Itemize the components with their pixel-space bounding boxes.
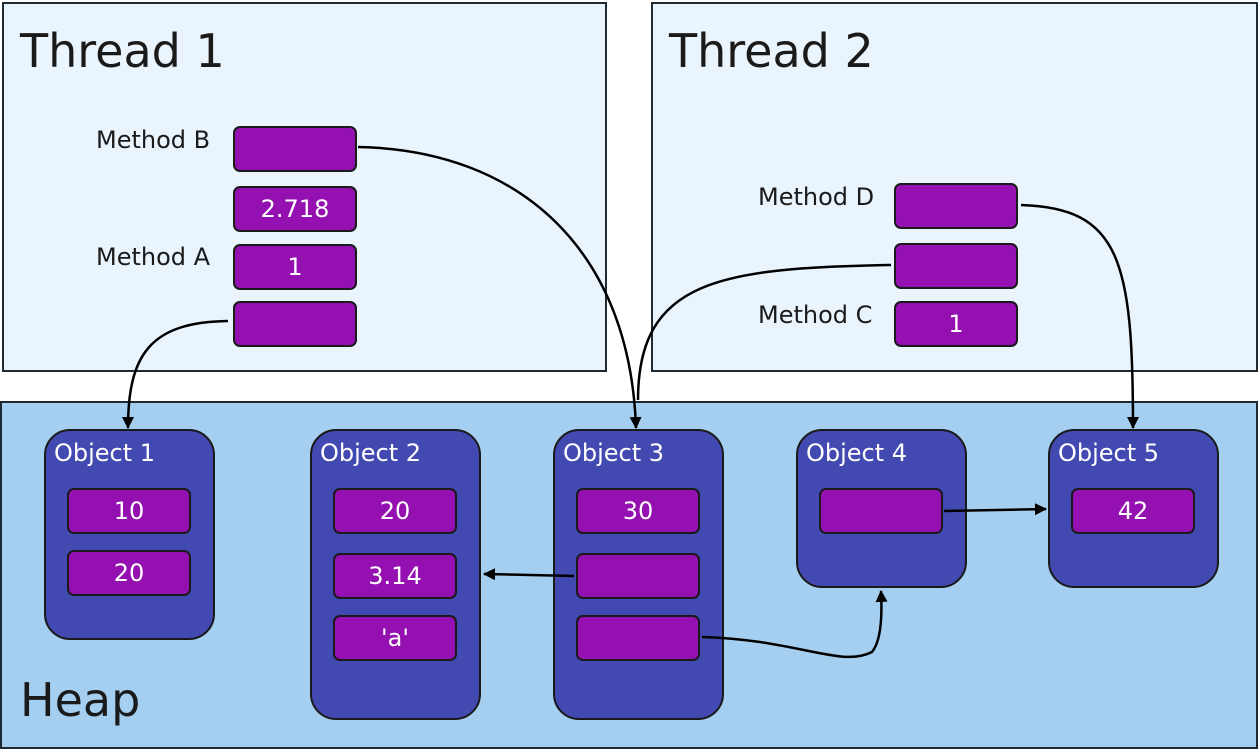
object-field: 10 <box>67 488 191 534</box>
method-b-label: Method B <box>96 126 211 154</box>
stack-cell: 2.718 <box>233 186 357 232</box>
object-3: Object 3 30 <box>553 429 724 720</box>
object-1: Object 1 10 20 <box>44 429 215 640</box>
method-a-label: Method A <box>96 243 211 271</box>
object-field <box>819 488 943 534</box>
thread-1-title: Thread 1 <box>20 24 225 78</box>
object-field: 'a' <box>333 615 457 661</box>
thread-2-title: Thread 2 <box>669 24 874 78</box>
heap-title: Heap <box>20 673 141 727</box>
object-field <box>576 553 700 599</box>
stack-cell <box>233 126 357 172</box>
thread-1-panel: Thread 1 Method B Method A 2.718 1 <box>2 2 607 372</box>
stack-cell: 1 <box>233 244 357 290</box>
object-title: Object 5 <box>1058 439 1160 467</box>
object-title: Object 4 <box>806 439 908 467</box>
object-field <box>576 615 700 661</box>
method-d-label: Method D <box>758 183 875 211</box>
object-field: 30 <box>576 488 700 534</box>
object-field: 20 <box>67 550 191 596</box>
stack-cell <box>894 183 1018 229</box>
object-title: Object 2 <box>320 439 422 467</box>
object-title: Object 3 <box>563 439 665 467</box>
object-title: Object 1 <box>54 439 156 467</box>
object-field: 3.14 <box>333 553 457 599</box>
object-field: 20 <box>333 488 457 534</box>
method-c-label: Method C <box>758 301 873 329</box>
object-field: 42 <box>1071 488 1195 534</box>
thread-2-panel: Thread 2 Method D Method C 1 <box>651 2 1258 372</box>
object-2: Object 2 20 3.14 'a' <box>310 429 481 720</box>
object-5: Object 5 42 <box>1048 429 1219 588</box>
stack-cell: 1 <box>894 301 1018 347</box>
object-4: Object 4 <box>796 429 967 588</box>
stack-cell <box>233 301 357 347</box>
stack-cell <box>894 243 1018 289</box>
